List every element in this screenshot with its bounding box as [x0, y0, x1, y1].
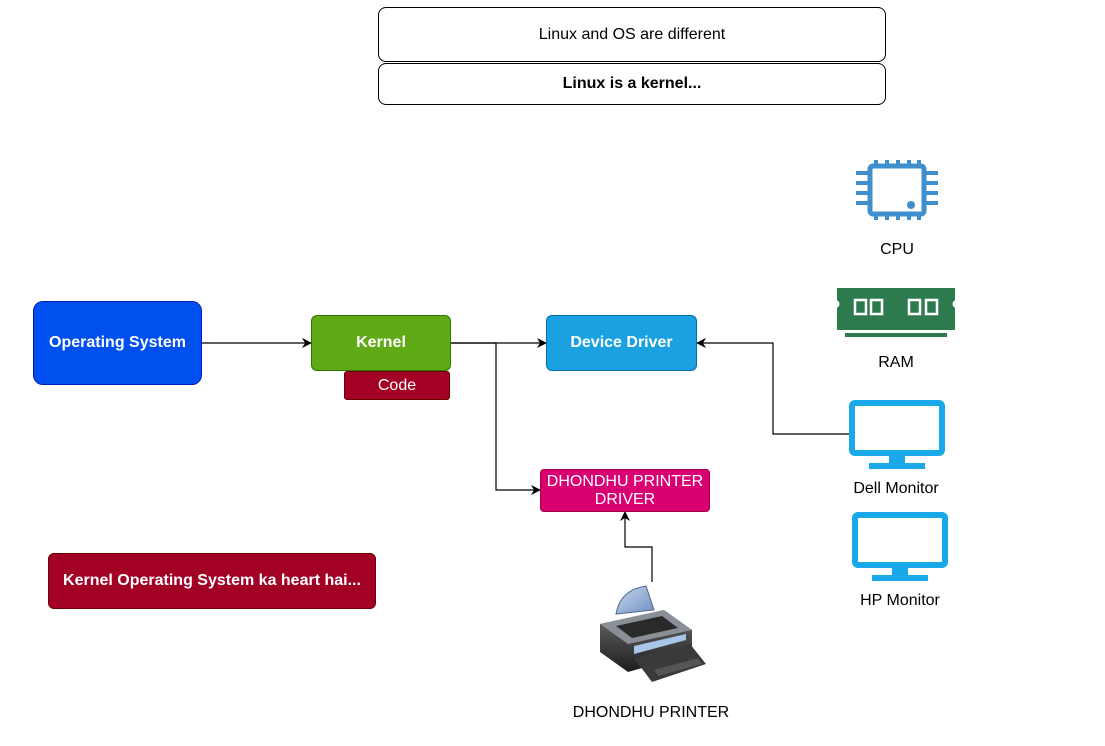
node-kernel-heart-note[interactable]: Kernel Operating System ka heart hai...	[48, 553, 376, 609]
node-printer-driver-label: DHONDHU PRINTER DRIVER	[546, 472, 704, 508]
node-code-label: Code	[377, 376, 417, 394]
edge-printer-to-printer-driver	[620, 511, 653, 582]
note-linux-is-kernel: Linux is a kernel...	[378, 63, 886, 105]
node-device-driver-label: Device Driver	[570, 334, 673, 351]
note-linux-is-kernel-text: Linux is a kernel...	[562, 75, 702, 92]
node-kernel-label: Kernel	[356, 334, 406, 351]
node-operating-system-label: Operating System	[49, 334, 186, 351]
cpu-icon	[856, 160, 938, 220]
node-kernel-heart-note-label: Kernel Operating System ka heart hai...	[63, 572, 361, 589]
dell-monitor-icon	[849, 400, 945, 469]
edge-monitor-to-device-driver	[696, 338, 850, 435]
node-kernel[interactable]: Kernel	[311, 315, 451, 371]
printer-label: DHONDHU PRINTER	[572, 704, 730, 721]
ram-icon	[837, 288, 955, 337]
hp-monitor-label: HP Monitor	[860, 592, 940, 609]
printer-icon	[600, 585, 706, 682]
node-code[interactable]: Code	[344, 371, 450, 400]
node-device-driver[interactable]: Device Driver	[546, 315, 697, 371]
node-printer-driver[interactable]: DHONDHU PRINTER DRIVER	[540, 469, 710, 512]
note-linux-os-different-text: Linux and OS are different	[538, 25, 726, 43]
dell-monitor-label: Dell Monitor	[853, 480, 939, 497]
ram-label: RAM	[878, 354, 914, 371]
note-linux-os-different: Linux and OS are different	[378, 7, 886, 62]
cpu-label: CPU	[880, 241, 914, 258]
hp-monitor-icon	[852, 512, 948, 581]
node-operating-system[interactable]: Operating System	[33, 301, 202, 385]
edge-kernel-to-printer-driver	[451, 342, 541, 495]
